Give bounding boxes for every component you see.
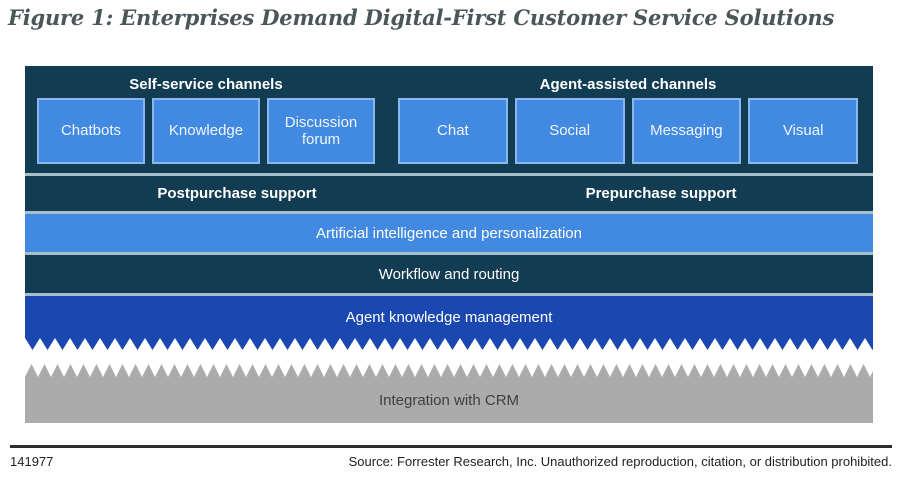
crm-zigzag-edge bbox=[25, 364, 873, 377]
channels-section: Self-service channels Chatbots Knowledge… bbox=[25, 66, 873, 173]
workflow-routing-bar: Workflow and routing bbox=[25, 252, 873, 293]
source-text: Source: Forrester Research, Inc. Unautho… bbox=[348, 454, 892, 469]
ai-personalization-bar: Artificial intelligence and personalizat… bbox=[25, 211, 873, 252]
channel-box-social: Social bbox=[514, 98, 625, 164]
prepurchase-support-label: Prepurchase support bbox=[585, 185, 737, 202]
agent-assisted-header: Agent-assisted channels bbox=[539, 76, 717, 93]
figure-title: Figure 1: Enterprises Demand Digital-Fir… bbox=[8, 5, 835, 30]
self-service-header: Self-service channels bbox=[129, 76, 283, 93]
agent-assisted-group: Agent-assisted channels Chat Social Mess… bbox=[398, 72, 858, 173]
agent-knowledge-zigzag-edge bbox=[25, 338, 873, 350]
crm-layer: Integration with CRM bbox=[25, 364, 873, 423]
footer: 141977 Source: Forrester Research, Inc. … bbox=[10, 445, 892, 469]
channel-box-messaging: Messaging bbox=[631, 98, 742, 164]
crm-bar: Integration with CRM bbox=[25, 377, 873, 423]
agent-assisted-boxes: Chat Social Messaging Visual bbox=[398, 98, 858, 164]
self-service-boxes: Chatbots Knowledge Discussion forum bbox=[37, 98, 375, 164]
channel-box-chatbots: Chatbots bbox=[37, 98, 145, 164]
self-service-group: Self-service channels Chatbots Knowledge… bbox=[37, 72, 375, 173]
figure-number: 141977 bbox=[10, 454, 54, 469]
channel-box-knowledge: Knowledge bbox=[152, 98, 260, 164]
purchase-support-row: Postpurchase support Prepurchase support bbox=[25, 173, 873, 211]
channel-box-visual: Visual bbox=[748, 98, 858, 164]
channel-box-discussion-forum: Discussion forum bbox=[267, 98, 375, 164]
agent-knowledge-bar: Agent knowledge management bbox=[25, 293, 873, 338]
diagram: Self-service channels Chatbots Knowledge… bbox=[25, 66, 873, 350]
postpurchase-support-label: Postpurchase support bbox=[157, 185, 317, 202]
channel-box-chat: Chat bbox=[398, 98, 508, 164]
